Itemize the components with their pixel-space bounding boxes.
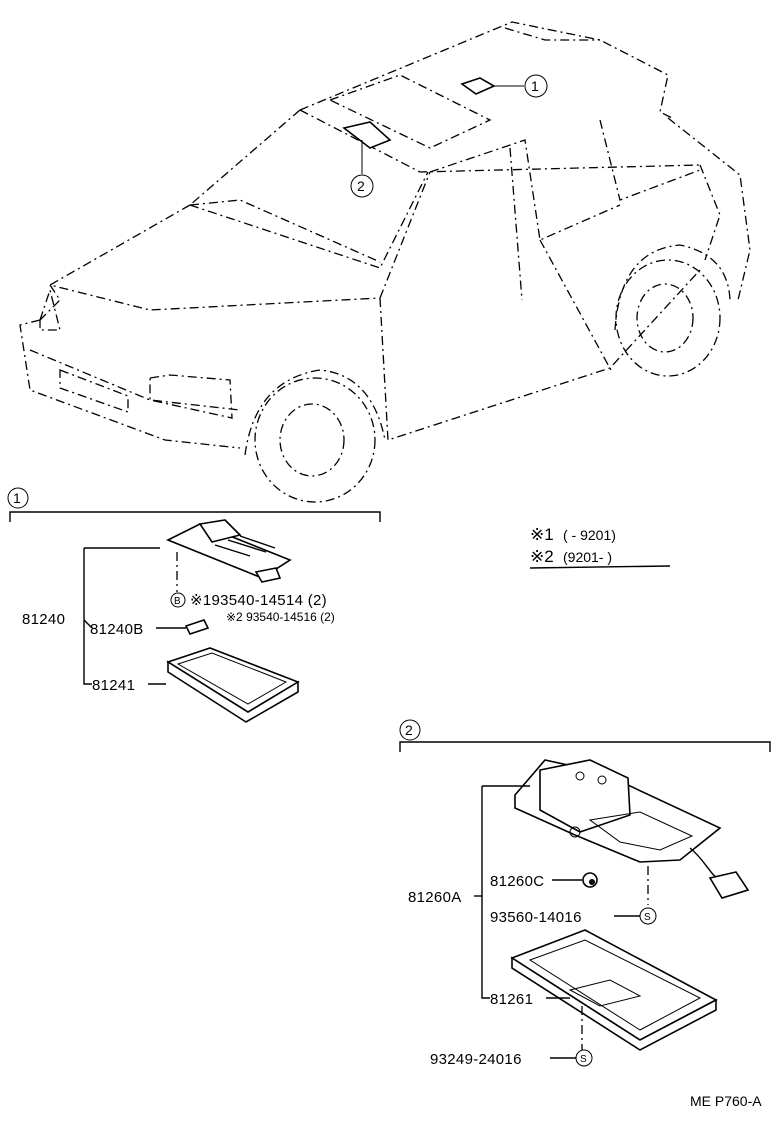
group-1: 1 B ※193540-14514 (2) ※2 93540-14516 (2)… [7,487,381,723]
callout-2-on-car: 2 [357,178,365,194]
callout-1-on-car: 1 [531,78,539,94]
figure-code: ME P760-A [690,1093,762,1109]
part-81240: 81240 [22,611,65,628]
lamp-housing-81260a [514,759,750,905]
screw-s-symbol-1: S [644,912,651,923]
part-81240b: 81240B [90,621,144,638]
lens-81241 [166,647,300,723]
note-1-mark: ※1 [530,525,554,544]
group-2: 2 S S [399,719,771,1068]
screw-s-symbol-2: S [580,1054,587,1065]
note-1-range: ( - 9201) [563,527,616,543]
part-93560-14016: 93560-14016 [490,909,582,926]
part-93249-24016: 93249-24016 [430,1051,522,1068]
bulb-part-1: ※193540-14514 (2) [190,592,327,609]
group-1-label: 1 [13,490,21,506]
lamp-on-roof-2 [342,121,392,198]
bulb-81240b [184,619,210,635]
part-81241: 81241 [92,677,135,694]
lamp-housing-81240 [166,519,292,592]
note-2-range: (9201- ) [563,549,612,565]
part-81260c: 81260C [490,873,544,890]
part-81261: 81261 [490,991,533,1008]
bulb-part-2: ※2 93540-14516 (2) [226,610,335,624]
vehicle-outline [19,21,751,503]
bulb-b-symbol: B [174,596,181,607]
notes-block: ※1 ( - 9201) ※2 (9201- ) [529,525,671,569]
note-2-mark: ※2 [530,547,554,566]
lens-81261 [510,929,718,1051]
lamp-on-roof-1 [460,74,548,98]
part-81260a: 81260A [408,889,462,906]
group-2-label: 2 [405,722,413,738]
